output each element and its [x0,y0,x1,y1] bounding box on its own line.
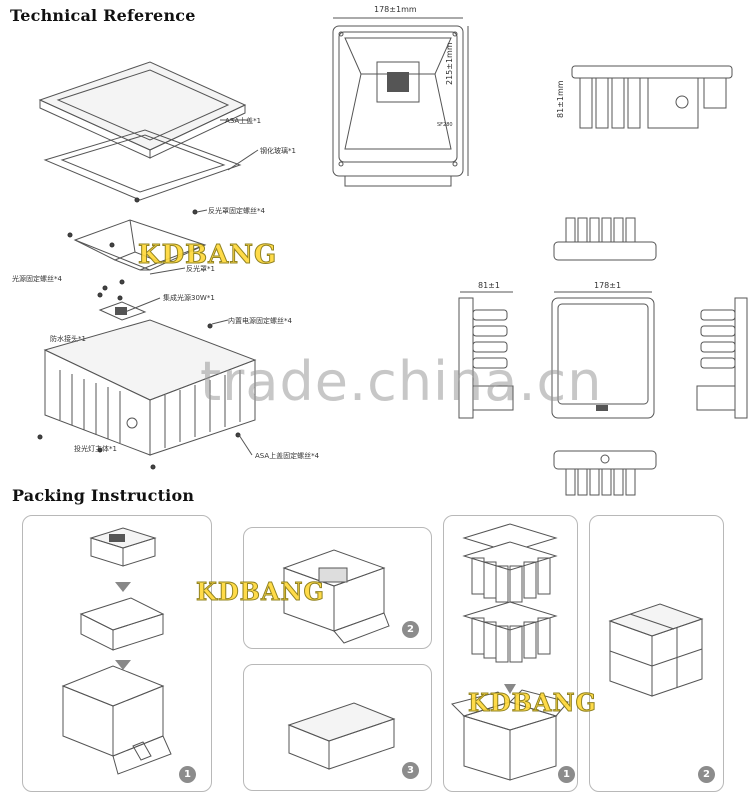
top-width-dimension: 178±1mm [374,5,417,14]
top-elevation-drawing [553,217,657,261]
technical-reference-heading: Technical Reference [10,6,196,25]
part-label-asa-top-cover: ASA上盖*1 [225,117,262,125]
front-model-code: SF280 [437,122,453,128]
packing-panel-b: 2 [243,527,432,649]
closed-box-illustration [287,702,396,770]
part-label-integrated-source: 集成光源30W*1 [163,294,215,302]
part-label-reflector-screw: 反光罩固定螺丝*4 [208,207,265,215]
brand-watermark-packing-right: KDBANG [467,688,598,718]
step-badge-a1: 1 [179,766,196,783]
step-badge-b1: 1 [558,766,575,783]
site-watermark: trade.china.cn [200,350,603,413]
top-view-drawing [332,17,469,187]
brand-watermark-top: KDBANG [137,240,278,271]
right-side-view [696,297,748,419]
top-height-dimension: 215±1mm [445,42,454,85]
bottom-elevation-drawing [553,450,657,496]
left-side-view [458,291,514,419]
part-label-driver-screw: 内置电源固定螺丝*4 [228,317,292,325]
part-label-tempered-glass: 钢化玻璃*1 [260,147,296,155]
carton-illustration [451,523,569,781]
part-label-asa-cover-screw: ASA上盖固定螺丝*4 [255,452,320,460]
packing-instruction-heading: Packing Instruction [12,486,195,505]
front-depth-dimension: 81±1 [478,281,500,290]
packing-panel-e: 2 [589,515,724,792]
step-badge-b2: 2 [698,766,715,783]
step-badge-a3: 3 [402,762,419,779]
packing-panel-c: 3 [243,664,432,791]
side-view-drawing [571,65,733,129]
part-label-lamp-body: 投光灯主体*1 [74,445,117,453]
step-badge-a2: 2 [402,621,419,638]
front-view [551,291,655,419]
packing-panel-a: 1 [22,515,212,792]
brand-watermark-packing-left: KDBANG [195,577,326,607]
box-open-illustration [282,549,390,644]
sealed-carton-illustration [608,603,704,697]
part-label-reflector: 反光罩*1 [186,265,215,273]
exploded-view-illustration [37,61,259,470]
packing-panel-d: 1 [443,515,578,792]
part-label-light-source-screw: 光源固定螺丝*4 [12,275,62,283]
box-illustration [61,527,172,775]
front-width-dimension: 178±1 [594,281,622,290]
side-height-dimension: 81±1mm [556,80,565,118]
part-label-waterproof-connector: 防水接头*1 [50,335,86,343]
